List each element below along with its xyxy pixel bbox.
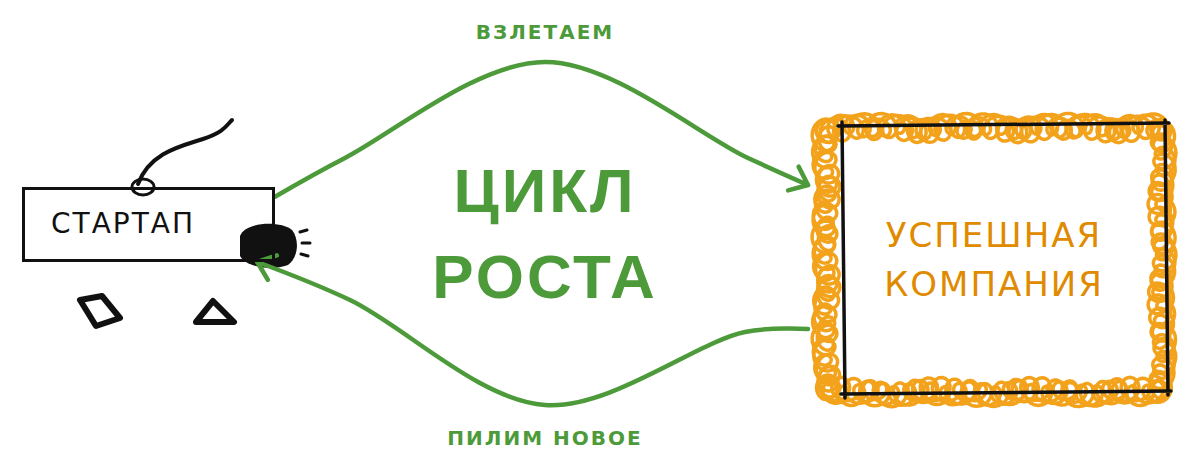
scribble-loops — [813, 114, 1175, 405]
scribble-loops — [812, 113, 1176, 406]
cycle-title: ЦИКЛ РОСТА — [380, 148, 710, 320]
antenna — [138, 120, 232, 184]
scribble-frame — [808, 110, 1180, 410]
exhaust-marks — [300, 230, 310, 256]
frame-square — [838, 120, 1171, 398]
edge-label: ВЗЛЕТАЕМ — [472, 20, 618, 44]
wheel — [80, 296, 120, 326]
edge-label: ПИЛИМ НОВОЕ — [443, 426, 646, 450]
company-box: УСПЕШНАЯ КОМПАНИЯ — [808, 110, 1180, 410]
wheel — [196, 301, 234, 322]
node-text: УСПЕШНАЯ КОМПАНИЯ — [859, 211, 1129, 310]
startup-box: СТАРТАП — [22, 187, 275, 262]
node-text: СТАРТАП — [51, 204, 195, 245]
